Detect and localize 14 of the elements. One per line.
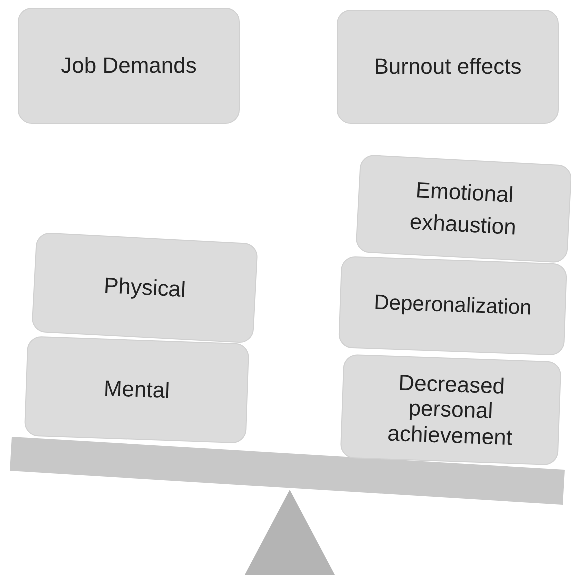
rounded-box: [340, 354, 562, 466]
rounded-box: [337, 10, 559, 124]
box-label: Mental: [102, 374, 172, 406]
rounded-box: [32, 232, 258, 344]
rounded-box: [24, 336, 250, 444]
box-label: Decreased personal achievement: [386, 369, 514, 452]
rounded-box: [18, 8, 240, 124]
box-label: Emotional exhaustion: [408, 176, 518, 242]
rounded-box: [338, 256, 568, 356]
box-label: Physical: [102, 272, 188, 304]
box-label: Deperonalization: [372, 290, 534, 322]
rounded-box: [356, 154, 571, 264]
box-label: Burnout effects: [373, 53, 523, 82]
box-label: Job Demands: [60, 52, 198, 80]
